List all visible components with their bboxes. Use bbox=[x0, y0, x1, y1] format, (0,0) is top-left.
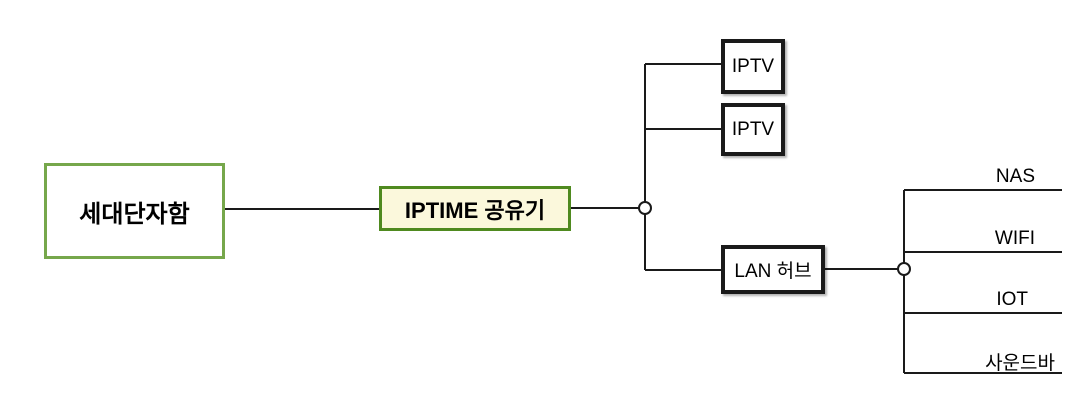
node-iptv-2-label: IPTV bbox=[731, 118, 775, 140]
leaf-label-soundbar-text: 사운드바 bbox=[985, 353, 1055, 374]
leaf-label-nas[interactable]: NAS bbox=[935, 166, 1035, 188]
leaf-label-nas-text: NAS bbox=[995, 166, 1035, 187]
leaf-label-iot[interactable]: IOT bbox=[928, 289, 1028, 311]
node-lan-hub[interactable]: LAN 허브 bbox=[721, 245, 825, 294]
node-iptime-router[interactable]: IPTIME 공유기 bbox=[379, 186, 571, 231]
node-household-terminal-box-label: 세대단자함 bbox=[79, 200, 190, 228]
router-junction-dot bbox=[638, 201, 652, 215]
node-iptv-1[interactable]: IPTV bbox=[721, 39, 785, 94]
node-iptv-2[interactable]: IPTV bbox=[721, 103, 785, 156]
node-lan-hub-label: LAN 허브 bbox=[734, 261, 812, 282]
leaf-label-iot-text: IOT bbox=[996, 289, 1028, 310]
leaf-label-wifi-text: WIFI bbox=[994, 228, 1035, 249]
node-household-terminal-box[interactable]: 세대단자함 bbox=[44, 163, 225, 259]
leaf-label-soundbar[interactable]: 사운드바 bbox=[935, 348, 1055, 375]
node-iptime-router-label: IPTIME 공유기 bbox=[404, 197, 546, 223]
node-iptv-1-label: IPTV bbox=[731, 55, 775, 77]
leaf-label-wifi[interactable]: WIFI bbox=[935, 228, 1035, 250]
hub-junction-dot bbox=[897, 262, 911, 276]
